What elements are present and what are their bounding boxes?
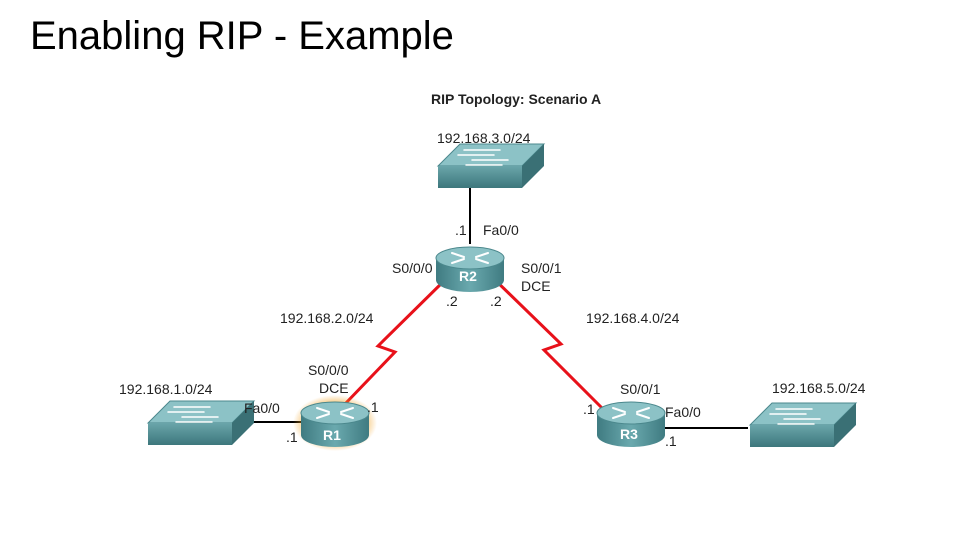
- r2-dce: DCE: [521, 278, 551, 294]
- r1-s000: S0/0/0: [308, 362, 349, 378]
- r3-fa00: Fa0/0: [665, 404, 701, 420]
- serial-link-r1-r2: [343, 274, 451, 406]
- net-left-lan: 192.168.1.0/24: [119, 381, 213, 397]
- r3-name: R3: [620, 426, 638, 442]
- slide-title: Enabling RIP - Example: [30, 14, 454, 58]
- r2-right-host: .2: [490, 293, 502, 309]
- switch-left: [147, 400, 255, 446]
- r1-name: R1: [323, 427, 341, 443]
- r1-dce: DCE: [319, 380, 349, 396]
- r2-name: R2: [459, 268, 477, 284]
- serial-link-r2-r3: [489, 274, 604, 410]
- diagram-title: RIP Topology: Scenario A: [431, 91, 601, 107]
- switch-top: [437, 143, 545, 189]
- r3-serial-host: .1: [583, 401, 595, 417]
- r3-lan-host: .1: [665, 433, 677, 449]
- net-top-lan: 192.168.3.0/24: [437, 130, 531, 146]
- net-right-lan: 192.168.5.0/24: [772, 380, 866, 396]
- net-r2-r3-link: 192.168.4.0/24: [586, 310, 680, 326]
- switch-right: [749, 402, 857, 448]
- r2-lan-host: .1: [455, 222, 467, 238]
- r1-serial-host: .1: [367, 399, 379, 415]
- r2-s001: S0/0/1: [521, 260, 562, 276]
- r2-left-host: .2: [446, 293, 458, 309]
- r2-s000: S0/0/0: [392, 260, 433, 276]
- r3-s001: S0/0/1: [620, 381, 661, 397]
- r1-lan-host: .1: [286, 429, 298, 445]
- r1-fa00: Fa0/0: [244, 400, 280, 416]
- net-r1-r2-link: 192.168.2.0/24: [280, 310, 374, 326]
- r2-fa00: Fa0/0: [483, 222, 519, 238]
